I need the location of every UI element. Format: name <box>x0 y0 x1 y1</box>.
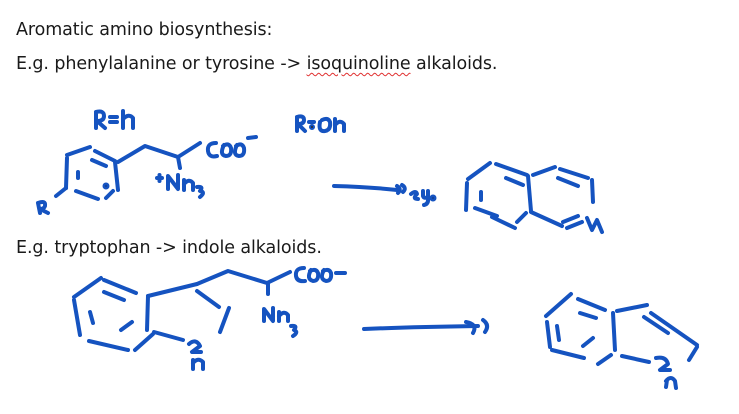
eg-label <box>409 189 437 207</box>
heading-text: Aromatic amino biosynthesis: <box>16 20 273 40</box>
carboxylate-label <box>205 135 258 159</box>
tryptophan-indole-drawing <box>72 269 292 371</box>
reaction-arrow-1 <box>332 183 407 195</box>
ammonium-label <box>155 173 205 199</box>
indole-drawing <box>544 292 699 390</box>
phenylalanine-line: E.g. phenylalanine or tyrosine -> isoqui… <box>16 54 497 74</box>
misspelled-word[interactable]: isoquinoline <box>306 54 411 74</box>
line2-prefix: E.g. phenylalanine or tyrosine -> <box>16 54 307 74</box>
r-substituent <box>36 200 50 215</box>
tryptophan-carboxylate-label <box>293 266 347 284</box>
r-equals-h-annotation <box>94 109 135 130</box>
side-chain <box>116 141 202 170</box>
tryptophan-line: E.g. tryptophan -> indole alkaloids. <box>16 238 322 258</box>
line2-suffix: alkaloids. <box>410 54 498 74</box>
r-equals-oh-annotation <box>295 114 346 134</box>
phenyl-ring-drawing <box>54 145 120 201</box>
tryptophan-amine-label <box>262 306 299 338</box>
reaction-arrow-2 <box>362 318 490 335</box>
isoquinoline-drawing <box>464 161 604 234</box>
